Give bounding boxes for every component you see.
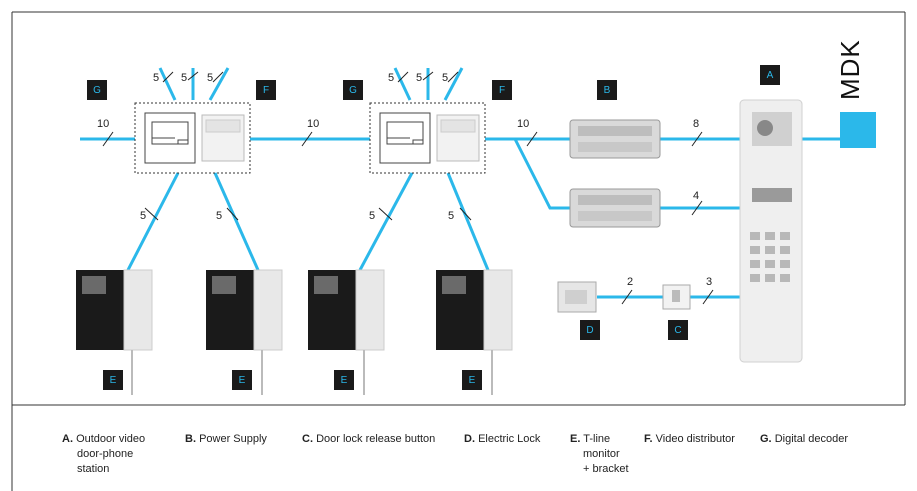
label-d: D	[580, 320, 600, 340]
label-a: A	[760, 65, 780, 85]
wire-count: 5	[369, 210, 376, 222]
label-b: B	[597, 80, 617, 100]
wire-count: 5	[181, 72, 188, 84]
monitor-1	[76, 269, 153, 395]
outdoor-panel	[739, 99, 803, 363]
label-e: E	[334, 370, 354, 390]
label-f: F	[256, 80, 276, 100]
wire-count: 5	[388, 72, 395, 84]
monitor-3	[308, 269, 385, 395]
label-e: E	[462, 370, 482, 390]
wire-count: 2	[627, 276, 634, 288]
monitor-2	[206, 269, 283, 395]
brand-logo: MDK	[835, 39, 865, 100]
wire-count: 5	[140, 210, 147, 222]
bus-wires	[80, 67, 840, 299]
power-supply-2	[569, 188, 661, 228]
wire-count: 5	[416, 72, 423, 84]
wire-count: 4	[693, 190, 700, 202]
legend-d: D. Electric Lock	[464, 433, 541, 445]
brand-square	[840, 112, 876, 148]
distributor-group-2	[369, 102, 486, 174]
release-button	[662, 284, 691, 310]
video-distributor-device	[201, 114, 245, 162]
distributor-group-1	[134, 102, 251, 174]
label-e: E	[232, 370, 252, 390]
legend-f: F. Video distributor	[644, 433, 735, 445]
wire-count: 5	[153, 72, 160, 84]
wire-count: 10	[307, 118, 320, 130]
label-c: C	[668, 320, 688, 340]
wire-count: 8	[693, 118, 700, 130]
electric-lock	[557, 281, 597, 313]
label-g: G	[343, 80, 363, 100]
digital-decoder-device	[144, 112, 196, 164]
legend-b: B. Power Supply	[185, 433, 267, 445]
legend-a: A. Outdoor video door-phone station	[62, 433, 146, 475]
monitor-4	[436, 269, 513, 395]
digital-decoder-device	[379, 112, 431, 164]
label-e: E	[103, 370, 123, 390]
wire-count: 10	[97, 118, 110, 130]
wire-count: 5	[442, 72, 449, 84]
video-distributor-device	[436, 114, 480, 162]
legend-g: G. Digital decoder	[760, 433, 849, 445]
legend-e: E. T-line monitor + bracket	[570, 433, 629, 475]
power-supply-1	[569, 119, 661, 159]
wire-count: 5	[448, 210, 455, 222]
label-g: G	[87, 80, 107, 100]
label-f: F	[492, 80, 512, 100]
wire-count: 3	[706, 276, 713, 288]
wire-count: 5	[216, 210, 223, 222]
wire-count: 5	[207, 72, 214, 84]
wire-count: 10	[517, 118, 530, 130]
legend-c: C. Door lock release button	[302, 433, 436, 445]
